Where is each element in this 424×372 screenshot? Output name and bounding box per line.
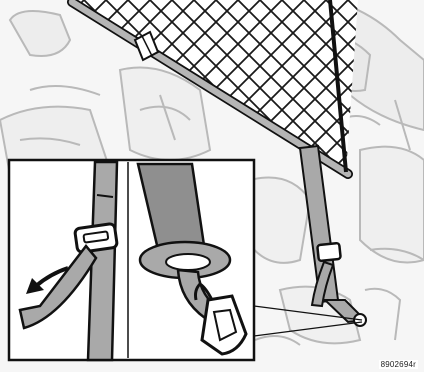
inset-buckle xyxy=(75,223,118,252)
inset-detail xyxy=(9,160,254,360)
strap-buckle xyxy=(317,243,341,261)
figure-id-code: 8902694r xyxy=(379,360,418,369)
